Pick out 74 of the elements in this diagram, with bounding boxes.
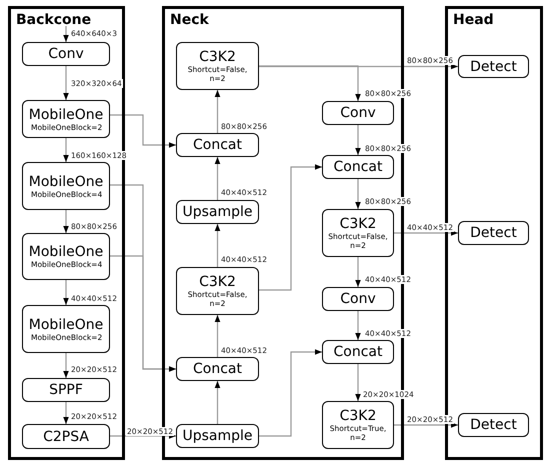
- process-box: [458, 413, 529, 437]
- box-label: Concat: [193, 361, 242, 377]
- box-label: MobileOne: [28, 106, 104, 122]
- process-box: [322, 401, 394, 449]
- process-box: [176, 424, 259, 448]
- box-label: C3K2: [340, 216, 376, 232]
- arrow: [214, 224, 220, 267]
- process-box: [22, 100, 110, 138]
- section-panel: [8, 6, 125, 460]
- arrow: [355, 364, 361, 401]
- box-label: MobileOne: [28, 174, 104, 190]
- box-label: Upsample: [182, 204, 253, 220]
- arrow: [214, 157, 220, 200]
- arrow: [214, 381, 220, 424]
- process-box: [22, 378, 110, 402]
- process-box: [322, 209, 394, 257]
- panel-title: Neck: [170, 12, 209, 28]
- box-label: SPPF: [49, 382, 83, 398]
- arrow: [214, 315, 220, 357]
- box-label: Concat: [334, 344, 382, 360]
- process-box: [322, 155, 394, 179]
- arrow: [63, 138, 69, 162]
- arrow: [63, 66, 69, 100]
- arrow: [63, 280, 69, 305]
- box-label: Conv: [48, 46, 84, 62]
- box-label: C3K2: [199, 274, 236, 290]
- arrow: [394, 230, 458, 236]
- box-label: Detect: [470, 225, 517, 241]
- process-box: [176, 42, 259, 90]
- arrow: [63, 353, 69, 378]
- box-label: Detect: [470, 417, 517, 433]
- arrow: [355, 311, 361, 340]
- process-box: [22, 305, 110, 353]
- arrow: [110, 433, 176, 439]
- process-box: [22, 42, 110, 66]
- arrow: [259, 64, 458, 70]
- arrow: [63, 26, 69, 42]
- process-box: [458, 221, 529, 245]
- arrow: [259, 65, 361, 101]
- box-label: C2PSA: [43, 428, 89, 444]
- box-label: Concat: [193, 137, 242, 153]
- box-label: MobileOne: [28, 316, 104, 332]
- box-label: Concat: [334, 159, 382, 175]
- process-box: [22, 162, 110, 210]
- box-label: C3K2: [199, 49, 236, 65]
- box-label: C3K2: [340, 408, 376, 424]
- box-label: Upsample: [182, 428, 253, 444]
- arrow: [63, 402, 69, 424]
- box-label: Conv: [340, 105, 376, 121]
- process-box: [322, 101, 394, 125]
- panel-title: Head: [453, 12, 494, 28]
- process-box: [176, 267, 259, 315]
- process-box: [176, 133, 259, 157]
- arrow: [355, 257, 361, 287]
- arrow: [259, 164, 322, 291]
- process-box: [176, 357, 259, 381]
- arrow: [214, 90, 220, 133]
- arrow: [355, 125, 361, 155]
- process-box: [458, 55, 529, 78]
- arrow: [259, 349, 322, 437]
- process-box: [322, 340, 394, 364]
- process-box: [176, 200, 259, 224]
- arrow: [394, 422, 458, 428]
- arrow: [110, 114, 176, 148]
- box-label: Detect: [470, 58, 517, 74]
- panel-title: Backcone: [16, 12, 92, 28]
- arrow: [110, 255, 176, 372]
- process-box: [22, 233, 110, 280]
- box-label: Conv: [340, 291, 376, 307]
- arrow: [355, 179, 361, 209]
- process-box: [22, 424, 110, 449]
- arrow: [63, 210, 69, 233]
- box-label: MobileOne: [28, 244, 104, 260]
- process-box: [322, 287, 394, 311]
